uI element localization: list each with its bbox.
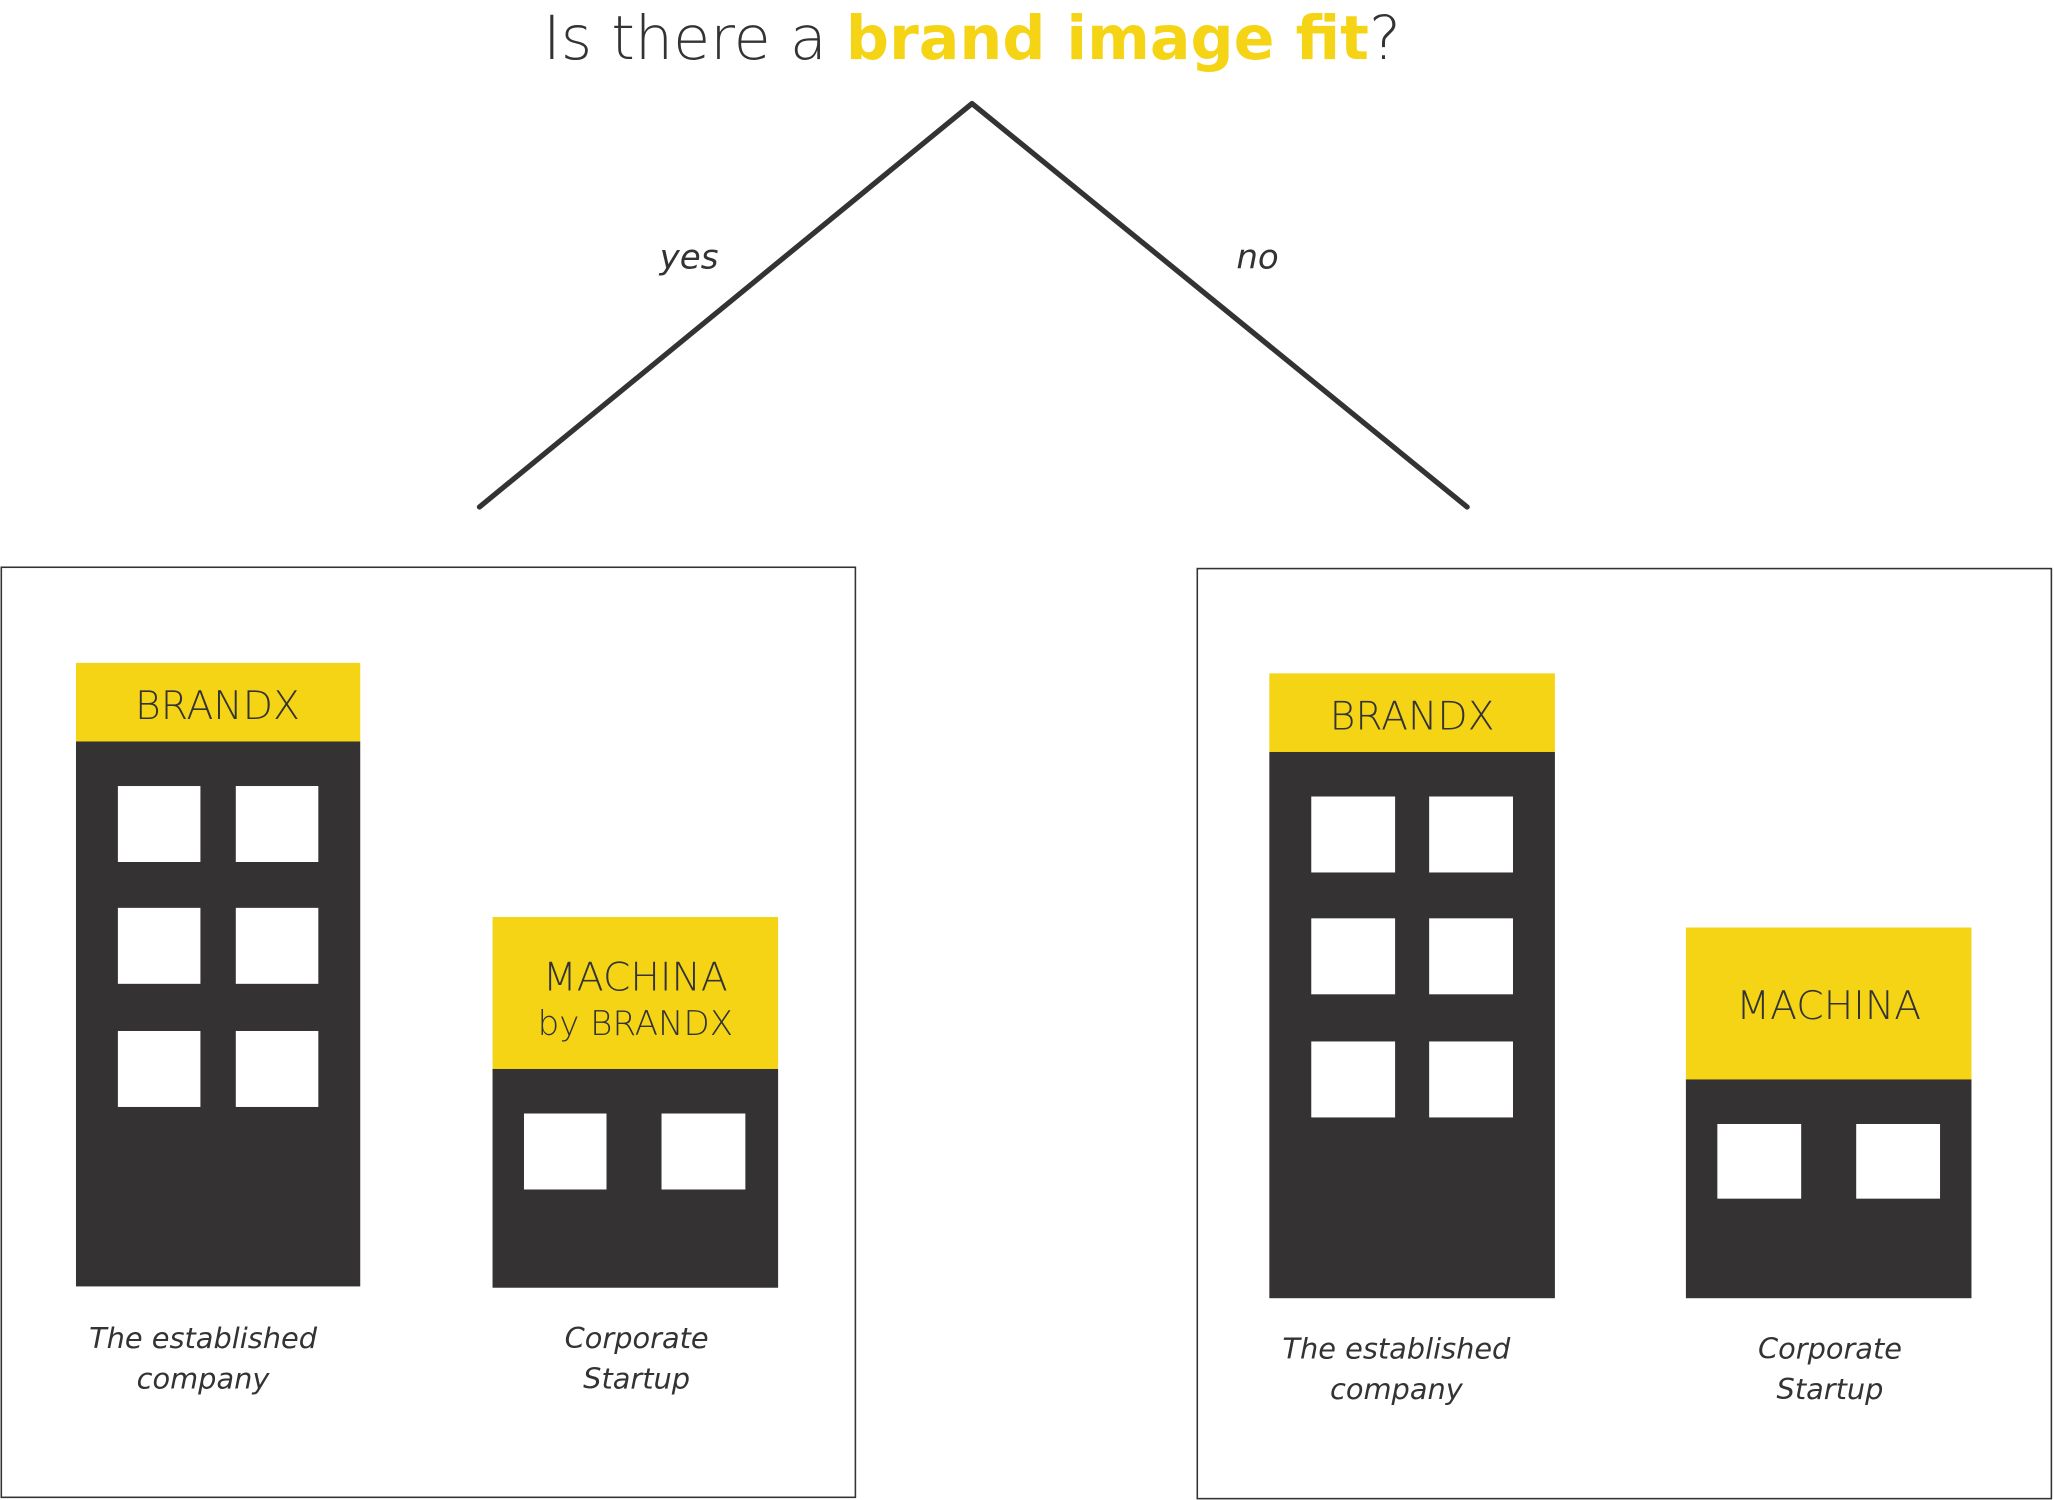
windows bbox=[117, 786, 319, 1107]
caption-line1: Corporate bbox=[1758, 1331, 1902, 1365]
building-machina: MACHINA Corporate Startup bbox=[1685, 927, 1972, 1406]
brand-label: MACHINA bbox=[543, 955, 728, 1000]
building-machina: MACHINA by BRANDX Corporate Startup bbox=[492, 917, 779, 1396]
caption-line1: The established bbox=[1282, 1331, 1511, 1365]
panel-frame bbox=[0, 566, 857, 1499]
diagram-title: Is there a brand image fit? bbox=[543, 4, 1401, 74]
panel-frame bbox=[1196, 567, 2053, 1500]
brand-sign bbox=[492, 917, 779, 1071]
caption-line2: company bbox=[137, 1362, 271, 1396]
caption-line1: The established bbox=[89, 1321, 318, 1355]
brand-label: BRANDX bbox=[135, 684, 300, 729]
building-brandx: BRANDX The established company bbox=[75, 662, 361, 1396]
brand-sign bbox=[1685, 927, 1972, 1081]
title-prefix: Is there a bbox=[543, 4, 846, 74]
brand-label: MACHINA bbox=[1736, 984, 1921, 1029]
windows bbox=[523, 1113, 746, 1190]
decision-branches bbox=[476, 100, 1470, 510]
brand-sign bbox=[75, 662, 361, 743]
windows bbox=[1717, 1123, 1941, 1199]
building-brandx: BRANDX The established company bbox=[1269, 673, 1555, 1406]
caption-line2: Startup bbox=[583, 1362, 690, 1396]
caption-line2: company bbox=[1330, 1372, 1464, 1406]
title-suffix: ? bbox=[1369, 4, 1401, 74]
sub-brand-label: by BRANDX bbox=[538, 1004, 733, 1044]
branch-no-label: no bbox=[1236, 238, 1278, 278]
branch-yes-label: yes bbox=[659, 238, 719, 278]
windows bbox=[1311, 796, 1513, 1118]
caption-line2: Startup bbox=[1777, 1372, 1884, 1406]
panel-yes: BRANDX The established company MACHINA b… bbox=[0, 566, 857, 1499]
brand-sign bbox=[1269, 673, 1555, 754]
caption-line1: Corporate bbox=[565, 1321, 709, 1355]
panel-no: BRANDX The established company MACHINA C… bbox=[1196, 567, 2053, 1500]
brand-label: BRANDX bbox=[1330, 695, 1495, 740]
title-highlight: brand image fit bbox=[846, 4, 1369, 74]
